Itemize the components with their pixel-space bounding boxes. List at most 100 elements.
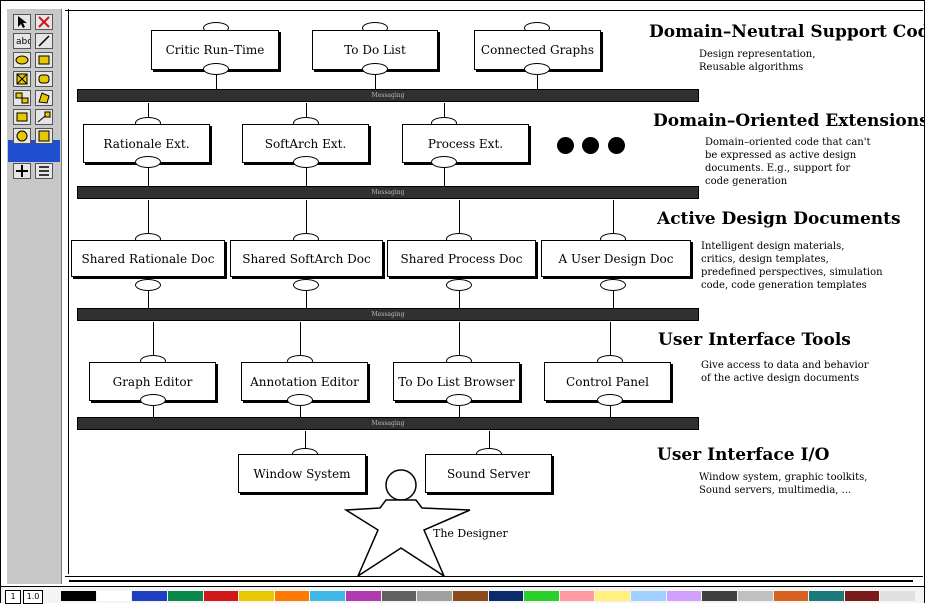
color-swatch[interactable]	[96, 591, 132, 601]
node-port[interactable]	[600, 279, 626, 291]
page-number[interactable]: 1	[5, 590, 21, 604]
layer-title: User Interface I/O	[657, 445, 830, 465]
connector	[489, 431, 490, 453]
node-tool-icon[interactable]	[13, 109, 31, 125]
color-swatch[interactable]	[737, 591, 773, 601]
layer-desc: Domain–oriented code that can't be expre…	[705, 137, 871, 187]
connector	[148, 283, 149, 308]
align-tool-icon[interactable]	[35, 163, 53, 179]
layer-desc: Intelligent design materials, critics, d…	[701, 241, 883, 291]
connector	[305, 431, 306, 453]
node-port[interactable]	[431, 156, 457, 168]
color-swatch[interactable]	[595, 591, 630, 601]
node-port[interactable]	[446, 279, 472, 291]
node-port[interactable]	[135, 156, 161, 168]
messaging-bus-3: Messaging	[77, 308, 699, 321]
connector	[459, 200, 460, 240]
connector	[153, 399, 154, 417]
color-swatch[interactable]	[346, 591, 381, 601]
connector	[300, 399, 301, 417]
node-port[interactable]	[293, 156, 319, 168]
color-swatch[interactable]	[132, 591, 167, 601]
connector	[537, 62, 538, 89]
edge-tool-icon[interactable]	[35, 109, 53, 125]
node-port[interactable]	[597, 394, 623, 406]
vertical-ruler	[65, 9, 69, 574]
zoom-level[interactable]: 1.0	[23, 590, 43, 604]
layer-desc: Window system, graphic toolkits, Sound s…	[699, 472, 868, 496]
color-swatch[interactable]	[844, 591, 880, 601]
horizontal-scrollbar[interactable]	[65, 576, 923, 586]
polygon-tool-icon[interactable]	[35, 90, 53, 106]
designer-figure[interactable]	[344, 468, 474, 578]
color-swatch[interactable]	[381, 591, 417, 601]
color-swatch[interactable]	[702, 591, 737, 601]
text-tool-icon[interactable]: abc	[13, 33, 31, 49]
color-swatch[interactable]	[167, 591, 203, 601]
connector	[613, 200, 614, 240]
color-swatch[interactable]	[524, 591, 559, 601]
ellipsis-dot	[557, 137, 574, 154]
color-swatch[interactable]	[773, 591, 809, 601]
connector	[306, 161, 307, 186]
color-swatch[interactable]	[203, 591, 239, 601]
color-swatch[interactable]	[880, 591, 915, 601]
layer-title: Active Design Documents	[657, 209, 901, 229]
bus-label: Messaging	[371, 311, 405, 318]
node-process-ext[interactable]: Process Ext.	[402, 124, 529, 163]
node-port[interactable]	[293, 279, 319, 291]
node-port[interactable]	[524, 63, 550, 75]
selected-shape-tool-icon[interactable]	[13, 128, 31, 144]
color-swatch[interactable]	[417, 591, 452, 601]
connector	[306, 103, 307, 118]
color-swatch[interactable]	[274, 591, 310, 601]
color-swatch[interactable]	[559, 591, 595, 601]
node-shared-softarch-doc[interactable]: Shared SoftArch Doc	[230, 240, 383, 277]
connector	[610, 322, 611, 362]
color-swatch[interactable]	[488, 591, 524, 601]
messaging-bus-4: Messaging	[77, 417, 699, 430]
ellipse-tool-icon[interactable]	[13, 52, 31, 68]
drawing-canvas[interactable]: Messaging Messaging Messaging Messaging …	[69, 11, 925, 578]
color-swatch[interactable]	[61, 591, 96, 601]
delete-tool-icon[interactable]	[35, 14, 53, 30]
node-port[interactable]	[203, 63, 229, 75]
color-swatch[interactable]	[452, 591, 488, 601]
node-user-design-doc[interactable]: A User Design Doc	[541, 240, 691, 277]
connector	[306, 283, 307, 308]
bus-label: Messaging	[371, 420, 405, 427]
rectangle-tool-icon[interactable]	[35, 52, 53, 68]
selected-box-tool-icon[interactable]	[35, 128, 53, 144]
ellipsis-dot	[582, 137, 599, 154]
node-shared-rationale-doc[interactable]: Shared Rationale Doc	[71, 240, 225, 277]
node-port[interactable]	[362, 63, 388, 75]
node-shared-process-doc[interactable]: Shared Process Doc	[387, 240, 536, 277]
ellipsis-dot	[608, 137, 625, 154]
designer-label: The Designer	[433, 527, 508, 540]
line-tool-icon[interactable]	[35, 33, 53, 49]
color-swatch[interactable]	[809, 591, 844, 601]
color-swatch[interactable]	[239, 591, 274, 601]
connector	[148, 103, 149, 118]
connector	[153, 322, 154, 362]
connector	[444, 161, 445, 186]
layer-desc: Give access to data and behavior of the …	[701, 360, 869, 384]
pointer-tool-icon[interactable]	[13, 14, 31, 30]
color-swatch[interactable]	[631, 591, 666, 601]
selection-highlight	[8, 140, 60, 162]
zoom-tool-icon[interactable]	[13, 163, 31, 179]
crossed-box-tool-icon[interactable]	[13, 71, 31, 87]
node-port[interactable]	[287, 394, 313, 406]
group-tool-icon[interactable]	[13, 90, 31, 106]
layer-desc: Design representation, Reusable algorith…	[699, 49, 816, 73]
node-port[interactable]	[140, 394, 166, 406]
layer-title: Domain–Neutral Support Code	[649, 22, 925, 42]
node-port[interactable]	[446, 394, 472, 406]
color-swatch[interactable]	[666, 591, 702, 601]
node-window-system[interactable]: Window System	[238, 454, 366, 493]
node-port[interactable]	[135, 279, 161, 291]
layer-title: Domain–Oriented Extensions	[653, 111, 925, 131]
rounded-rect-tool-icon[interactable]	[35, 71, 53, 87]
node-sound-server[interactable]: Sound Server	[425, 454, 552, 493]
color-swatch[interactable]	[310, 591, 345, 601]
